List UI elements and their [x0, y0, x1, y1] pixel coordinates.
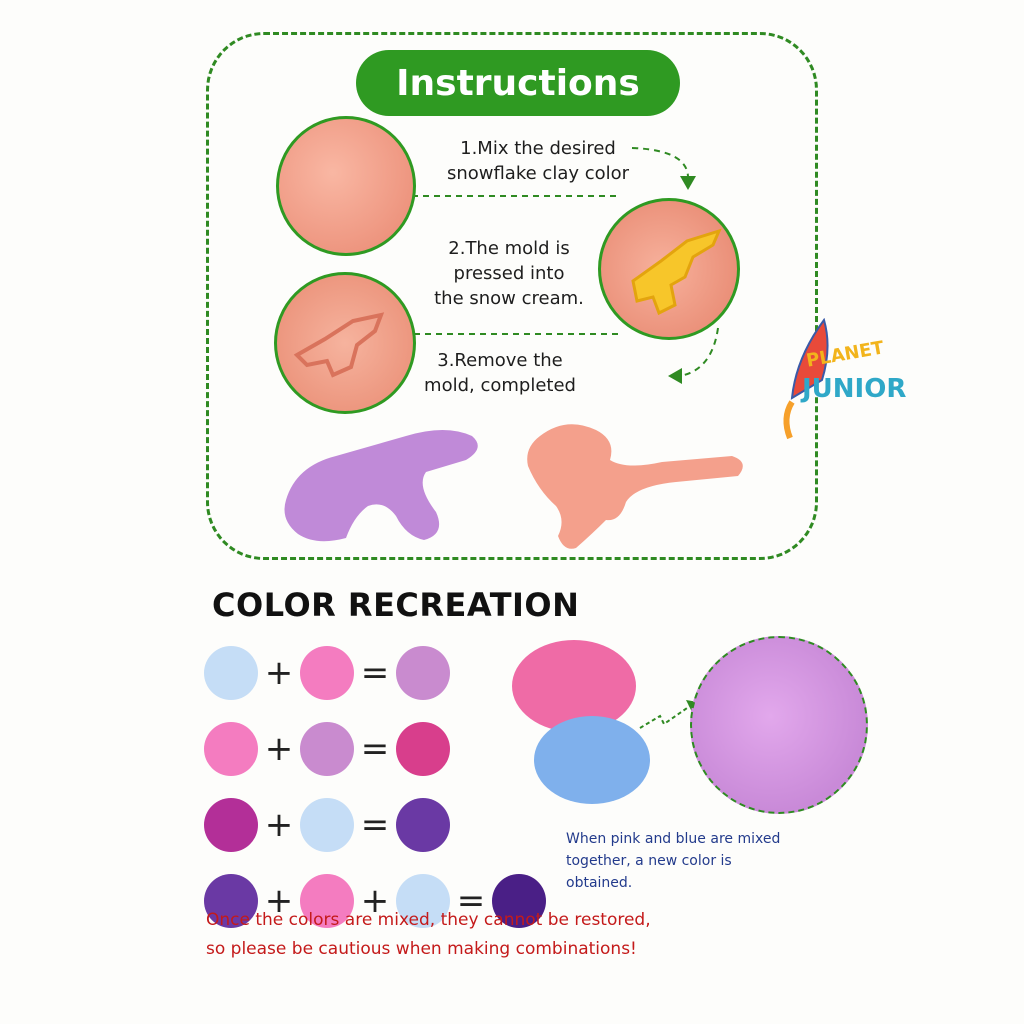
color-dot	[204, 798, 258, 852]
pink-clay-blob	[512, 640, 636, 732]
imprint-icon	[293, 312, 385, 378]
color-recreation-title: COLOR RECREATION	[212, 586, 580, 624]
step2-line3: the snow cream.	[434, 288, 584, 309]
equals-sign: =	[360, 729, 390, 769]
arrow-step1-to-step2	[631, 147, 690, 181]
step2-line2: pressed into	[453, 263, 565, 284]
result-color-dot	[396, 798, 450, 852]
plus-sign: +	[264, 729, 294, 769]
color-dot	[204, 874, 258, 928]
arrow-step2-to-step3	[679, 327, 719, 377]
rocket-icon	[783, 317, 829, 440]
plus-sign: +	[264, 805, 294, 845]
arrow-head-1	[680, 176, 696, 190]
color-dot	[300, 798, 354, 852]
logo-line2: JUNIOR	[802, 374, 907, 404]
color-dot	[300, 722, 354, 776]
equals-sign: =	[360, 805, 390, 845]
step3-line1: 3.Remove the	[437, 350, 563, 371]
purple-dino-shape	[284, 430, 478, 542]
equals-sign: =	[456, 881, 486, 921]
instructions-title: Instructions	[356, 50, 680, 116]
result-color-dot	[492, 874, 546, 928]
instructions-panel	[206, 32, 818, 560]
color-dot	[396, 874, 450, 928]
color-mix-row: +=	[204, 722, 564, 776]
mix-note-line3: obtained.	[566, 875, 633, 891]
step2-mold-photo	[598, 198, 740, 340]
yellow-mold-icon	[631, 228, 722, 316]
plus-sign: +	[360, 881, 390, 921]
color-mix-row: +=	[204, 646, 564, 700]
step3-text: 3.Remove the mold, completed	[410, 348, 590, 398]
plus-sign: +	[264, 881, 294, 921]
warning-note: Once the colors are mixed, they cannot b…	[206, 906, 726, 964]
planet-junior-logo: PLANET JUNIOR	[772, 317, 918, 442]
mixed-clay-zoom	[690, 636, 868, 814]
step1-line1: 1.Mix the desired	[460, 138, 616, 159]
arrow-head-2	[668, 368, 682, 384]
step2-text: 2.The mold is pressed into the snow crea…	[400, 236, 618, 311]
color-dot	[204, 646, 258, 700]
color-mix-row: + + =	[204, 874, 564, 928]
step1-line2: snowflake clay color	[446, 163, 630, 184]
result-color-dot	[396, 646, 450, 700]
result-color-dot	[396, 722, 450, 776]
color-dot	[300, 874, 354, 928]
step3-line2: mold, completed	[424, 375, 576, 396]
color-mix-row: +=	[204, 798, 564, 852]
mix-note-line2: together, a new color is	[566, 853, 732, 869]
finished-shapes	[284, 424, 743, 549]
plus-sign: +	[264, 653, 294, 693]
warning-line1: Once the colors are mixed, they cannot b…	[206, 910, 651, 930]
step3-imprint-photo	[274, 272, 416, 414]
pink-dino-shape	[527, 424, 743, 549]
warning-line2: so please be cautious when making combin…	[206, 939, 637, 959]
equals-sign: =	[360, 653, 390, 693]
step1-clay-photo	[276, 116, 416, 256]
mix-note: When pink and blue are mixed together, a…	[566, 828, 846, 894]
color-dot	[300, 646, 354, 700]
step2-line1: 2.The mold is	[448, 238, 570, 259]
mix-note-line1: When pink and blue are mixed	[566, 831, 781, 847]
color-mix-grid: +=+=+=++=	[204, 646, 564, 928]
step1-text: 1.Mix the desired snowflake clay color	[418, 136, 658, 186]
color-dot	[204, 722, 258, 776]
blue-clay-blob	[534, 716, 650, 804]
clay-mix-photo	[512, 640, 650, 804]
